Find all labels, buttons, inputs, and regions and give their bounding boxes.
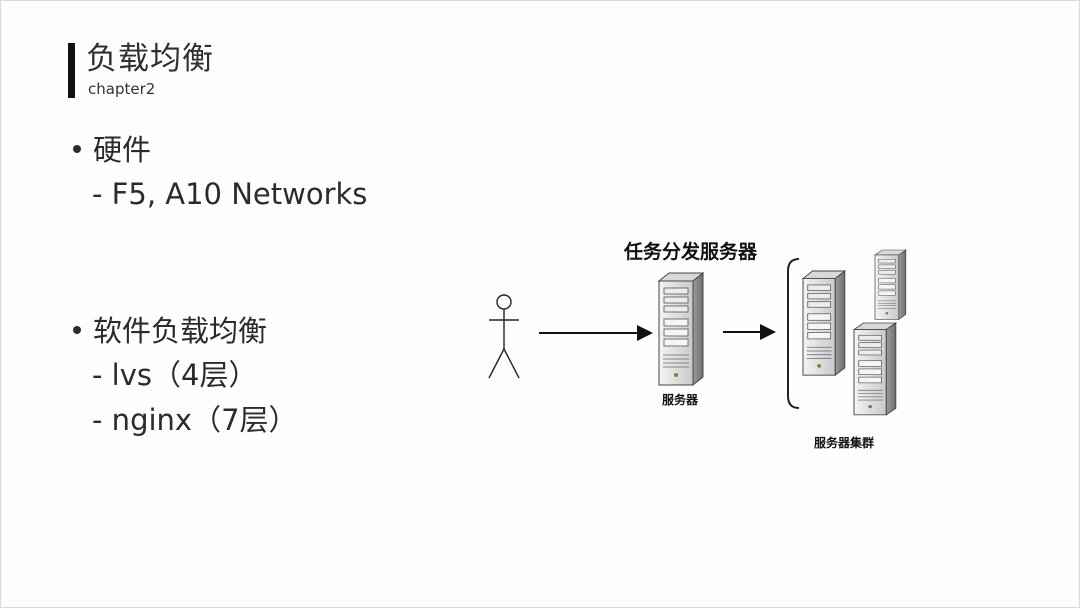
slide-title: 负载均衡 <box>86 41 214 77</box>
title-accent-bar <box>68 43 75 98</box>
bullet-hardware: 硬件 <box>73 132 151 168</box>
diagram-svg <box>488 249 907 416</box>
server-label: 服务器 <box>662 393 699 407</box>
server-icon <box>658 272 704 386</box>
cluster-bracket <box>787 258 800 409</box>
bullet-item-lvs: - lvs（4层） <box>92 358 258 392</box>
bullet-item-hardware-vendors: - F5, A10 Networks <box>92 177 368 211</box>
server-cluster-label: 服务器集群 <box>814 436 875 450</box>
load-balancing-diagram: 任务分发服务器 服务器 服务器集群 <box>481 231 921 461</box>
user-icon <box>488 294 520 379</box>
dispatch-server-label: 任务分发服务器 <box>624 241 758 263</box>
bullet-software: 软件负载均衡 <box>73 313 267 349</box>
slide-subtitle: chapter2 <box>88 80 156 98</box>
bullet-label-hardware: 硬件 <box>93 133 152 167</box>
bullet-dot <box>73 326 81 334</box>
server-cluster-icon <box>802 249 907 416</box>
bullet-dot <box>73 145 81 153</box>
bullet-label-software: 软件负载均衡 <box>93 314 268 348</box>
bullet-item-nginx: - nginx（7层） <box>92 403 298 437</box>
